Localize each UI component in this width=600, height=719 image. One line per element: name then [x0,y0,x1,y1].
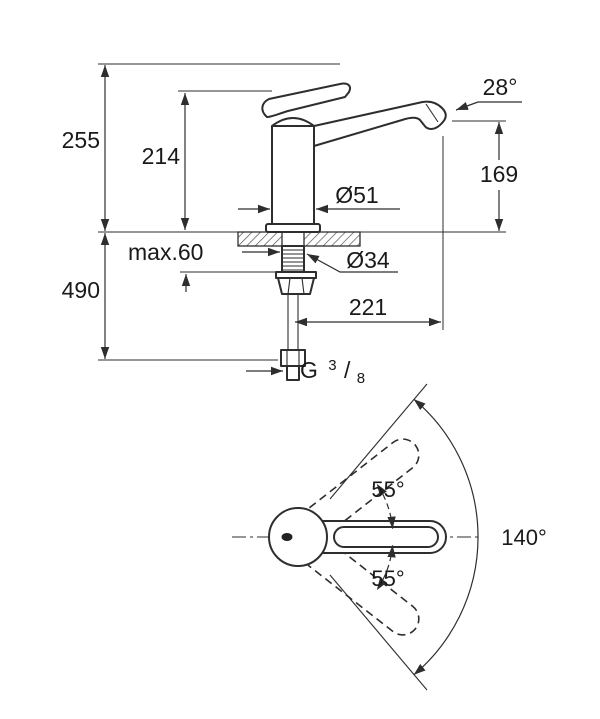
below-deck-depth-label: 490 [62,277,100,303]
thread-prefix: G [300,357,318,383]
thread-denominator: 8 [357,370,365,387]
base-flange [265,223,321,233]
pivot-dot [281,533,293,541]
thread-lines [282,249,304,271]
thread-numerator: 3 [328,357,336,374]
dim-arrow-d34-right [306,253,398,273]
body-top-view [268,507,328,567]
swivel-lower-arc [376,545,396,591]
body-diameter-label: Ø51 [335,182,378,208]
handle-grip-inner [333,526,439,548]
thread-size-label: G 3 / 8 [300,349,365,387]
swivel-total-arc [413,398,479,676]
outlet-angle-label: 28° [483,74,518,100]
swivel-total-label: 140° [501,525,547,550]
dimension-lines [100,65,522,376]
dim-leader-28deg [455,101,479,111]
body-dome [271,117,315,127]
thread-slash: / [344,357,351,383]
aerator-face-line [425,103,439,123]
spout-reach-label: 221 [349,294,387,320]
hole-diameter-label: Ø34 [346,247,390,273]
handle-top-view [268,507,447,567]
lever-handle [261,82,351,118]
swivel-lower-label: 55° [371,566,404,591]
spout-height-label: 214 [142,143,181,169]
faucet-body [261,82,447,233]
overall-height-label: 255 [62,127,100,153]
outlet-height-label: 169 [480,161,518,187]
swivel-upper-label: 55° [371,477,404,502]
countertop-section [237,231,361,247]
mounting-and-hose [275,245,317,381]
body-column [271,125,315,225]
deck-thickness-label: max.60 [128,239,203,265]
hose-thread-end [286,365,300,381]
faucet-swivel-top-view: 55° 55° 140° [232,383,547,691]
spout [313,100,447,147]
faucet-side-view: 255 214 490 169 28° Ø51 max.60 Ø34 221 G… [62,63,522,387]
swivel-upper-arc [376,483,396,529]
mounting-nut [277,277,315,295]
